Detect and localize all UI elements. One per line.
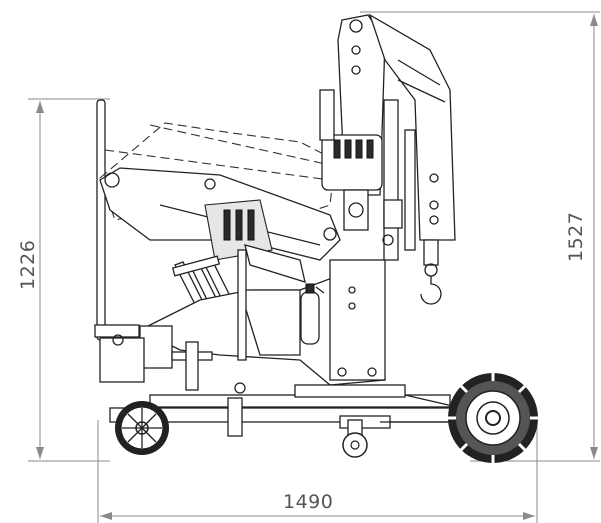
dimension-mast-height: 1226 [17,98,110,462]
dimension-length: 1490 [97,420,538,523]
dimension-reach-height: 1527 [360,11,600,462]
crane-hook [420,239,442,305]
chassis [109,382,471,437]
push-handle [94,99,140,341]
folding-boom [99,167,341,283]
body-frame [99,249,386,391]
crane-mast [319,13,456,261]
rear-wheel [448,373,538,463]
dimension-mast-height-label: 1226 [17,240,39,290]
dimension-length-label: 1490 [283,491,333,513]
dimension-reach-height-label: 1527 [565,212,587,262]
front-wheel [115,401,169,455]
castor-wheel [342,419,368,458]
